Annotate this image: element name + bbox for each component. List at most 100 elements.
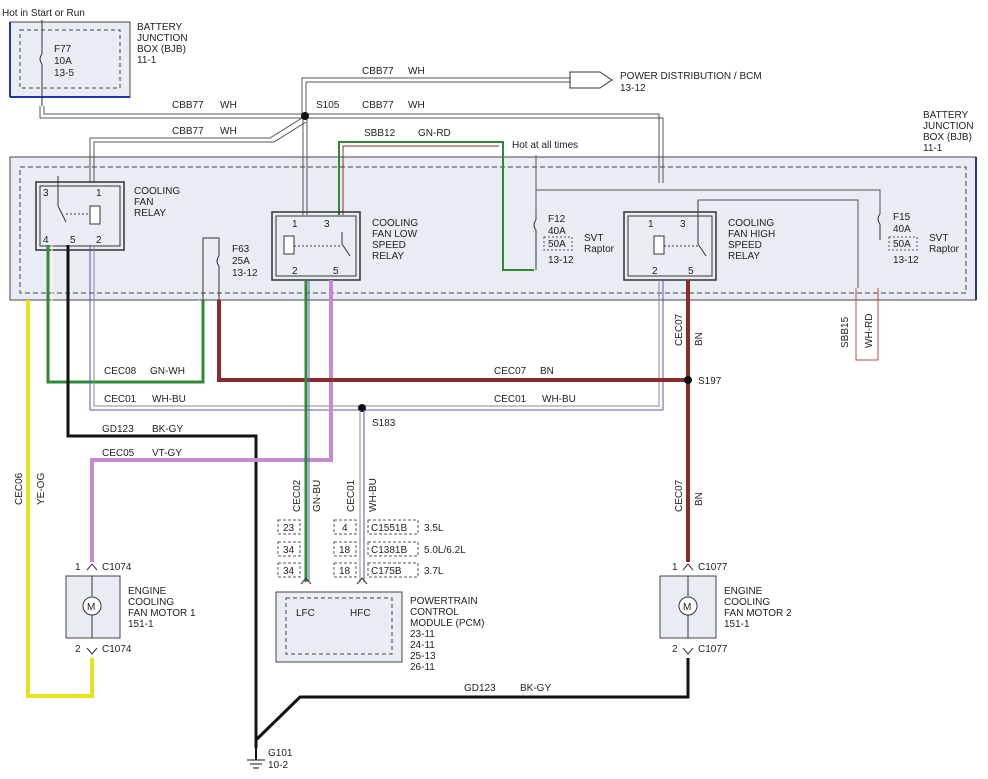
gd123-upper-wire [66, 245, 258, 748]
motor2-conn-top: C1077 [698, 562, 728, 573]
cec07-h-color: BN [540, 366, 554, 377]
hsr-pin-5: 5 [688, 266, 694, 277]
sbb12-color: GN-RD [418, 128, 451, 139]
lsr-label-3: SPEED [372, 240, 406, 251]
s105-splice [301, 112, 309, 120]
cec01-left-id: CEC01 [104, 394, 137, 405]
power-dist-label: POWER DISTRIBUTION / BCM [620, 71, 762, 82]
c175b-id: C175B [371, 566, 402, 577]
c175b-engine: 3.7L [424, 566, 444, 577]
sbb15-wire [855, 288, 879, 361]
cec01-wire [89, 245, 664, 411]
c1381b-pin-a: 34 [283, 545, 295, 556]
s183-splice [358, 404, 366, 412]
f63-id: F63 [232, 244, 250, 255]
cec05-id: CEC05 [102, 448, 135, 459]
lsr-label-2: FAN LOW [372, 229, 418, 240]
c175b-pin-b: 18 [339, 566, 351, 577]
c1074-top-pin-symbol [86, 563, 98, 571]
bjb-top-title-1: BATTERY [137, 22, 183, 33]
c1381b-id: C1381B [371, 545, 407, 556]
cbb77-diag-color: WH [220, 126, 237, 137]
cec07-v1-color: BN [694, 332, 705, 346]
cec06-id: CEC06 [14, 472, 25, 505]
cec01-right-id: CEC01 [494, 394, 527, 405]
f15-fuse-symbol [877, 213, 881, 225]
pcm-label-2: CONTROL [410, 607, 459, 618]
f15-alt-rating: 50A [893, 239, 911, 250]
sbb15-id: SBB15 [840, 316, 851, 348]
c1077-bottom-pin-symbol [682, 647, 694, 655]
low-speed-relay [271, 211, 361, 281]
cec01-v-id: CEC01 [346, 479, 357, 512]
cec07-h-id: CEC07 [494, 366, 527, 377]
pcm-ref-2: 24-11 [410, 640, 435, 651]
bjb-top-title-3: BOX (BJB) [137, 44, 186, 55]
hsr-coil [653, 235, 665, 255]
f15-rating: 40A [893, 224, 911, 235]
hot-at-all-times: Hot at all times [512, 140, 578, 151]
cec02-color: GN-BU [312, 480, 323, 512]
power-dist-ref: 13-12 [620, 83, 646, 94]
c1074-bottom-pin-symbol [86, 647, 98, 655]
motor1-label-4: 151-1 [128, 619, 154, 630]
f15-note-1: SVT [929, 233, 948, 244]
f12-fuse-symbol [533, 219, 537, 231]
f15-id: F15 [893, 212, 911, 223]
motor2-label-2: COOLING [724, 597, 770, 608]
top-left-note: Hot in Start or Run [2, 8, 85, 19]
c175b-pin-a: 34 [283, 566, 295, 577]
c1551b-id: C1551B [371, 523, 407, 534]
sbb12-id: SBB12 [364, 128, 396, 139]
lsr-pin-1: 1 [292, 219, 298, 230]
motor1-conn-bot: C1074 [102, 644, 132, 655]
f77-fuse-symbol [39, 53, 43, 65]
f12-ref: 13-12 [548, 255, 574, 266]
cec06-color: YE-OG [36, 473, 47, 505]
cbb77-top-color: WH [408, 66, 425, 77]
f77-ref: 13-5 [54, 68, 74, 79]
bjb-right-title-2: JUNCTION [923, 121, 974, 132]
s183-label: S183 [372, 418, 396, 429]
cec01-v-color: WH-BU [368, 478, 379, 512]
c1077-top-pin-symbol [682, 563, 694, 571]
cec08-wire [46, 245, 205, 384]
bjb-right-title-4: 11-1 [923, 143, 943, 154]
pcm-ref-4: 26-11 [410, 662, 435, 673]
cec07-horizontal-wire [217, 300, 688, 382]
motor1-label-1: ENGINE [128, 586, 167, 597]
bjb-right-title-3: BOX (BJB) [923, 132, 972, 143]
f12-rating: 40A [548, 226, 566, 237]
motor2-label-4: 151-1 [724, 619, 750, 630]
hsr-label-1: COOLING [728, 218, 774, 229]
f77-rating: 10A [54, 56, 72, 67]
bjb-right-title-1: BATTERY [923, 110, 969, 121]
motor2-m: M [683, 602, 691, 613]
cfr-pin-3: 3 [43, 188, 49, 199]
gd123-bottom-id: GD123 [464, 683, 496, 694]
cbb77-diag-id: CBB77 [172, 126, 204, 137]
cec06-wire [26, 300, 94, 698]
f15-note-2: Raptor [929, 244, 960, 255]
f12-alt-rating: 50A [548, 239, 566, 250]
bjb-main-box [9, 156, 977, 301]
lsr-label-4: RELAY [372, 251, 404, 262]
cfr-label-3: RELAY [134, 208, 166, 219]
ground-id: G101 [268, 748, 293, 759]
sbb12-wire [338, 141, 534, 271]
motor1-m: M [87, 602, 95, 613]
cec08-color: GN-WH [150, 366, 185, 377]
hsr-pin-2: 2 [652, 266, 658, 277]
cfr-pin-2: 2 [96, 235, 102, 246]
cfr-label-1: COOLING [134, 186, 180, 197]
cbb77-left-color: WH [220, 100, 237, 111]
cfr-pin-1: 1 [96, 188, 102, 199]
f15-ref: 13-12 [893, 255, 919, 266]
lfc-pin-symbol [300, 577, 312, 585]
hsr-pin-3: 3 [680, 219, 686, 230]
f12-note-2: Raptor [584, 244, 615, 255]
hsr-label-3: SPEED [728, 240, 762, 251]
lsr-coil [283, 235, 295, 255]
cfr-pin-5: 5 [70, 235, 76, 246]
cbb77-right-id: CBB77 [362, 100, 394, 111]
